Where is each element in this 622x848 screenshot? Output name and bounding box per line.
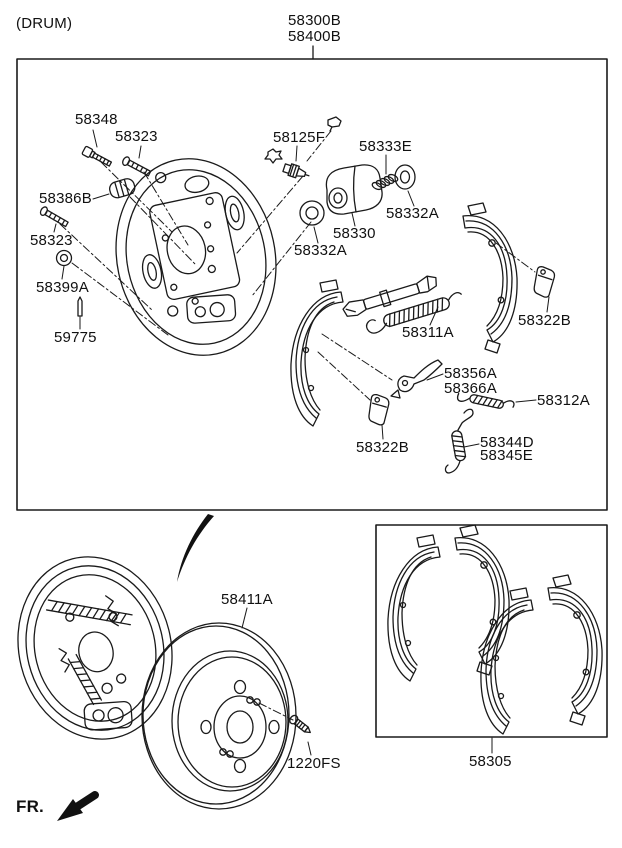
leader-lines (54, 130, 549, 755)
part-label-58322B-left: 58322B (356, 439, 409, 456)
pad-58322B-right-drawing (532, 265, 557, 299)
spring-58344D-drawing (445, 409, 473, 473)
pad-58322B-left-drawing (367, 393, 391, 427)
part-label-58356A: 58356A (444, 365, 497, 382)
main-assembly-box (17, 46, 607, 510)
backing-plate-drawing (98, 144, 294, 371)
part-label-58366A: 58366A (444, 380, 497, 397)
bolt-58323-lower-drawing (39, 206, 69, 229)
part-label-58344D: 58344D (480, 434, 534, 451)
spring-58312A-drawing (457, 390, 515, 412)
part-label-58345E: 58345E (480, 447, 533, 464)
lever-58356A-drawing (391, 360, 442, 398)
alignment-lines (60, 131, 535, 720)
adjuster-58311A-drawing (341, 274, 465, 335)
boot-58332A-right-drawing (395, 165, 415, 189)
part-label-1220FS: 1220FS (287, 755, 341, 772)
part-label-58125F: 58125F (273, 129, 326, 146)
front-direction-label: FR. (16, 797, 44, 816)
bolt-58348-drawing (82, 146, 113, 168)
part-label-59775: 59775 (54, 329, 97, 346)
brake-shoe-right-drawing (462, 202, 518, 354)
spring-58333E-drawing (371, 173, 399, 191)
brake-drum-drawing (142, 623, 296, 809)
assembly-code-2-label: 58400B (288, 28, 341, 45)
part-label-58399A: 58399A (36, 279, 89, 296)
fr-direction-arrow-icon (57, 795, 95, 821)
drum-note-label: (DRUM) (16, 15, 73, 32)
nut-58399A-drawing (57, 251, 72, 266)
shoe-kit-box (376, 525, 607, 737)
part-label-58386B: 58386B (39, 190, 92, 207)
part-label-58312A: 58312A (537, 392, 590, 409)
part-label-58323-lower: 58323 (30, 232, 73, 249)
plug-58386B-drawing (108, 177, 136, 199)
assembled-backing-plate-drawing (0, 540, 191, 755)
part-label-58333E: 58333E (359, 138, 412, 155)
brake-shoe-left-drawing (290, 279, 344, 427)
bleeder-58125F-drawing (282, 162, 310, 181)
bleeder-cap-drawing (328, 117, 341, 131)
part-label-58330: 58330 (333, 225, 376, 242)
assembly-code-1-label: 58300B (288, 12, 341, 29)
boot-58332A-left-drawing (300, 201, 324, 225)
part-label-58411A: 58411A (221, 591, 273, 608)
leader-swoosh (177, 514, 214, 582)
wheel-cylinder-58330-drawing (326, 165, 382, 214)
part-label-58348: 58348 (75, 111, 118, 128)
part-label-58332A-right: 58332A (386, 205, 439, 222)
screw-1220FS-drawing (288, 714, 313, 736)
retainer-clip-drawing (265, 149, 282, 163)
part-label-58311A: 58311A (402, 324, 454, 341)
pin-59775-drawing (78, 297, 82, 316)
part-label-58322B-right: 58322B (518, 312, 571, 329)
part-label-58305: 58305 (469, 753, 512, 770)
part-label-58332A-left: 58332A (294, 242, 347, 259)
part-label-58323-upper: 58323 (115, 128, 158, 145)
